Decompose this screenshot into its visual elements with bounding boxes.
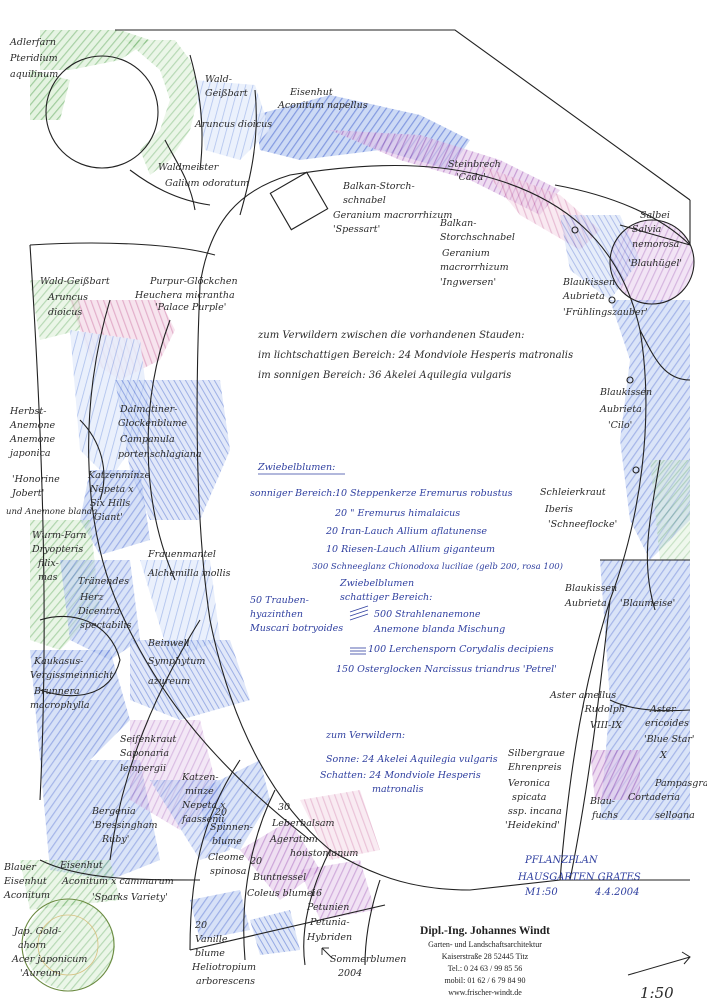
- label-steinbrech: Steinbrech'Cada': [448, 159, 501, 183]
- svg-text:www.frischer-windt.de: www.frischer-windt.de: [448, 988, 522, 997]
- verwildern2-title: zum Verwildern:: [325, 730, 405, 741]
- title-date: 4.4.2004: [594, 887, 640, 898]
- label-pampasgras: PampasgrasCortaderiaselloana: [628, 778, 707, 821]
- stamp-name: Dipl.-Ing. Johannes Windt: [420, 925, 550, 937]
- svg-text:Garten- und Landschaftsarchite: Garten- und Landschaftsarchitektur: [428, 940, 542, 949]
- architect-stamp: Dipl.-Ing. Johannes Windt Garten- und La…: [420, 925, 550, 997]
- note-verwildern: zum Verwildern zwischen die vorhandenen …: [257, 330, 573, 381]
- svg-text:Kaiserstraße 28 52445 Titz: Kaiserstraße 28 52445 Titz: [442, 952, 529, 961]
- label-aster-amellus: Aster amellus'Rudolph'VIII-IX: [549, 690, 628, 731]
- svg-text:Tel.: 0 24 63 / 99 85 56: Tel.: 0 24 63 / 99 85 56: [448, 964, 523, 973]
- label-blaufuchs: Blau-fuchs: [589, 796, 618, 821]
- bulb-title: Zwiebelblumen:: [257, 462, 335, 473]
- north-arrow-icon: [627, 951, 691, 976]
- sonnig-label: sonniger Bereich:: [250, 488, 336, 499]
- title-block: PFLANZPLAN HAUSGARTEN GRATES M1:50 4.4.2…: [517, 855, 641, 898]
- planting-fills: [20, 30, 694, 990]
- sommerblumen-arrow-icon: [321, 947, 333, 959]
- title-scale: M1:50: [524, 887, 558, 898]
- svg-text:mobil: 01 62 / 6 79 84 90: mobil: 01 62 / 6 79 84 90: [444, 976, 525, 985]
- title-line2: HAUSGARTEN GRATES: [517, 872, 641, 883]
- lawn-notes: zum Verwildern zwischen die vorhandenen …: [257, 330, 573, 381]
- title-line1: PFLANZPLAN: [524, 855, 599, 866]
- legend-symbols: [349, 605, 369, 655]
- bulb-notes: Zwiebelblumen: sonniger Bereich: 10 Step…: [249, 462, 563, 795]
- plan-outlines: [21, 29, 695, 992]
- corner-scale: 1:50: [640, 984, 674, 1000]
